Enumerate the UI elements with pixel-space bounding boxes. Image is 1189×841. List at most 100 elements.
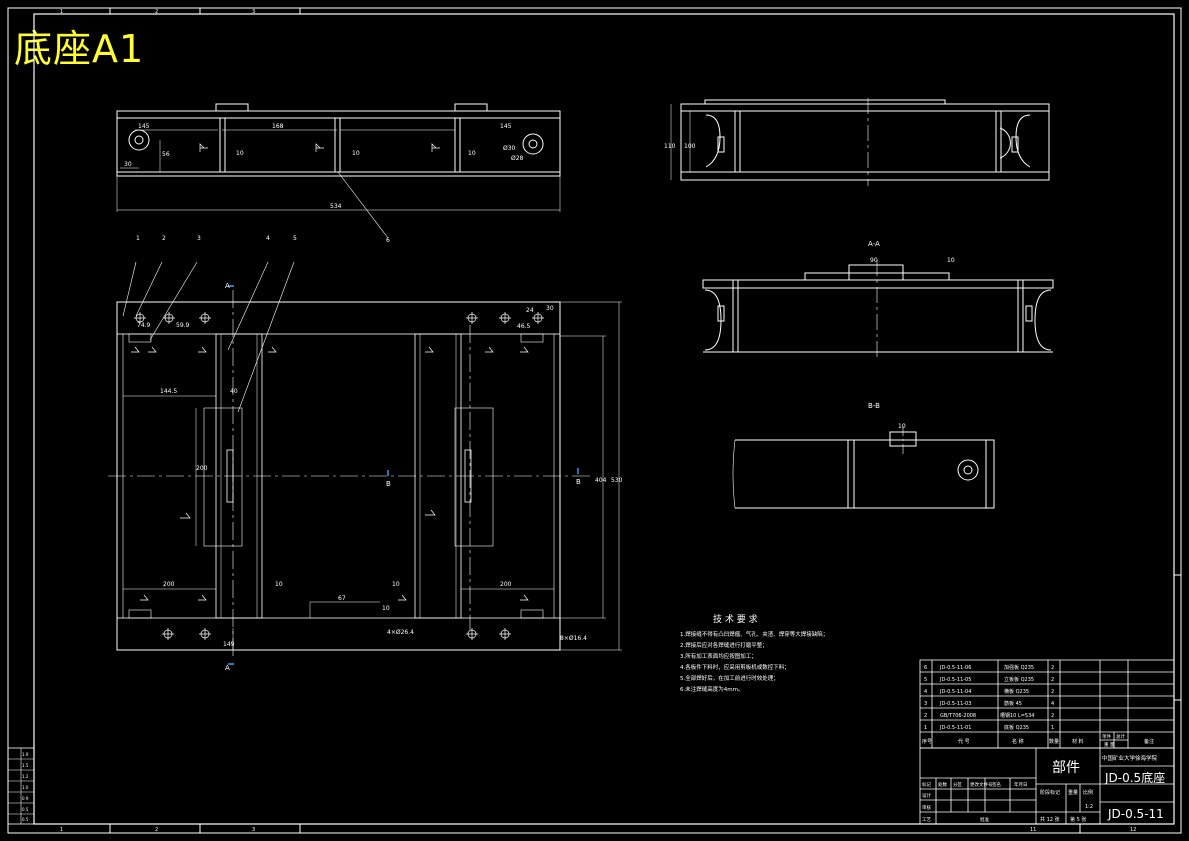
top-dim-10a: 10 (236, 150, 244, 157)
top-dim-56: 56 (162, 151, 170, 158)
title-organization: 中国矿业大学徐海学院 (1102, 754, 1158, 762)
bom-no-4: 4 (924, 689, 927, 695)
side-dim-110: 110 (664, 143, 676, 150)
top-view (116, 103, 561, 239)
bom-qty-1: 1 (1051, 725, 1054, 731)
bom-no-5: 5 (924, 677, 927, 683)
grid-label-bottom-3: 3 (252, 827, 255, 833)
bom-qty-2: 2 (1051, 713, 1054, 719)
title-row-count: 处数 (938, 781, 947, 788)
tech-req-line-1: 1.焊接缝不得有凸凹焊瘤、气孔、夹渣、焊穿等大焊接缺陷； (680, 630, 828, 638)
strip-value-1: 1.9 (22, 752, 29, 757)
grid-label-bottom-11: 11 (1030, 827, 1036, 833)
drawing-corner-title: 底座A1 (14, 27, 145, 71)
strip-value-5: 0.9 (22, 796, 29, 801)
left-revision-strip (7, 747, 35, 825)
section-label-b-right: B (576, 478, 581, 486)
grid-ticks (109, 8, 1181, 833)
part-ref-4: 4 (266, 235, 270, 242)
strip-value-4: 1.0 (22, 785, 29, 790)
bom-header-name: 名 称 (1012, 738, 1024, 745)
bom-qty-4: 2 (1051, 689, 1054, 695)
section-a-markers (228, 285, 234, 665)
grid-label-bottom-2: 2 (155, 827, 158, 833)
bom-qty-5: 2 (1051, 677, 1054, 683)
section-aa-dim-10: 10 (947, 257, 955, 264)
dim-30: 30 (546, 305, 554, 312)
bom-code-2: GB/T706-2008 (940, 713, 976, 719)
bom-name-2: 槽钢10 L=534 (1000, 712, 1034, 719)
section-label-b-left: B (386, 480, 391, 488)
section-label-a-top: A (225, 282, 230, 290)
title-scale-label: 比例 (1083, 789, 1093, 796)
top-dim-d30: Ø30 (503, 145, 516, 152)
weld-symbols-main (131, 346, 529, 601)
inner-border (33, 13, 1175, 825)
bom-name-4: 横板 Q235 (1004, 688, 1029, 695)
side-dim-100: 100 (684, 143, 696, 150)
strip-value-7: 0.5 (22, 817, 29, 822)
bom-table (919, 659, 1175, 749)
bom-name-3: 筋板 45 (1004, 700, 1022, 707)
bom-header-material: 材 料 (1072, 738, 1084, 745)
title-row-change: 更改文件号 (970, 781, 993, 788)
title-drawing-number: JD-0.5-11 (1107, 807, 1164, 821)
tech-req-line-4: 4.各板件下料时，应采用剪板机或数控下料； (680, 663, 790, 671)
bom-code-1: JD-0.5-11-01 (939, 725, 971, 731)
dim-10-right: 10 (392, 581, 400, 588)
bom-code-6: JD-0.5-11-06 (939, 665, 971, 671)
grid-label-bottom-12: 12 (1130, 827, 1136, 833)
section-aa-title: A-A (868, 240, 880, 248)
section-bb-view (732, 426, 995, 509)
dim-8x-d16-4: 8×Ø16.4 (560, 635, 587, 642)
strip-value-2: 1.5 (22, 763, 29, 768)
section-bb-title: B-B (868, 402, 880, 410)
bom-name-6: 加强板 Q235 (1004, 664, 1034, 671)
strip-value-6: 0.5 (22, 807, 29, 812)
bom-qty-3: 4 (1051, 701, 1054, 707)
dim-149: 149 (223, 641, 235, 648)
title-sheets-total: 共 12 张 (1040, 816, 1060, 823)
dim-4x-d26-4: 4×Ø26.4 (387, 629, 414, 636)
title-role-review: 审核 (922, 804, 931, 811)
section-aa-view (702, 260, 1054, 358)
dim-200-right: 200 (500, 581, 512, 588)
bom-header-unit: 单件 (1102, 733, 1111, 740)
title-sheet-number: 第 5 张 (1070, 816, 1086, 823)
section-label-a-bottom: A (225, 664, 230, 672)
bom-qty-6: 2 (1051, 665, 1054, 671)
side-view (670, 98, 1050, 186)
tech-req-line-6: 6.未注焊缝高度为4mm。 (680, 685, 743, 693)
section-aa-dim-90: 90 (870, 257, 878, 264)
top-dim-d28: Ø28 (511, 155, 524, 162)
title-stage-label: 阶段标记 (1040, 789, 1060, 796)
section-b-markers (387, 468, 579, 476)
title-role-process: 工艺 (922, 817, 931, 823)
top-dim-168: 168 (272, 123, 284, 130)
grid-label-bottom-1: 1 (60, 827, 63, 833)
title-row-mark: 标记 (922, 781, 931, 788)
tech-req-line-3: 3.所有加工表面均应按图加工； (680, 652, 757, 660)
grid-label-top-1: 1 (60, 9, 63, 15)
dim-10-vertical: 10 (382, 605, 390, 612)
bom-no-2: 2 (924, 713, 927, 719)
weld-symbols-top (199, 143, 440, 152)
grid-label-top-3: 3 (252, 9, 255, 15)
bom-name-1: 底板 Q235 (1004, 724, 1029, 731)
bom-no-6: 6 (924, 665, 927, 671)
part-ref-1: 1 (136, 235, 140, 242)
dim-40: 40 (230, 388, 238, 395)
grid-label-top-2: 2 (155, 9, 158, 15)
bom-header-no: 序号 (922, 738, 932, 745)
top-dim-145b: 145 (500, 123, 512, 130)
title-role-approve: 批准 (980, 816, 989, 823)
title-weight-label: 重量 (1068, 789, 1078, 796)
dim-74-9: 74.9 (137, 322, 151, 329)
tech-req-line-5: 5.全部焊好后，在加工前进行时效处理； (680, 674, 779, 682)
bom-code-3: JD-0.5-11-03 (939, 701, 971, 707)
outer-border (7, 7, 1182, 834)
bom-header-total: 总计 (1116, 733, 1125, 740)
top-dim-534: 534 (330, 203, 342, 210)
tech-req-line-2: 2.焊接后应对各焊缝进行打磨平整； (680, 641, 768, 649)
